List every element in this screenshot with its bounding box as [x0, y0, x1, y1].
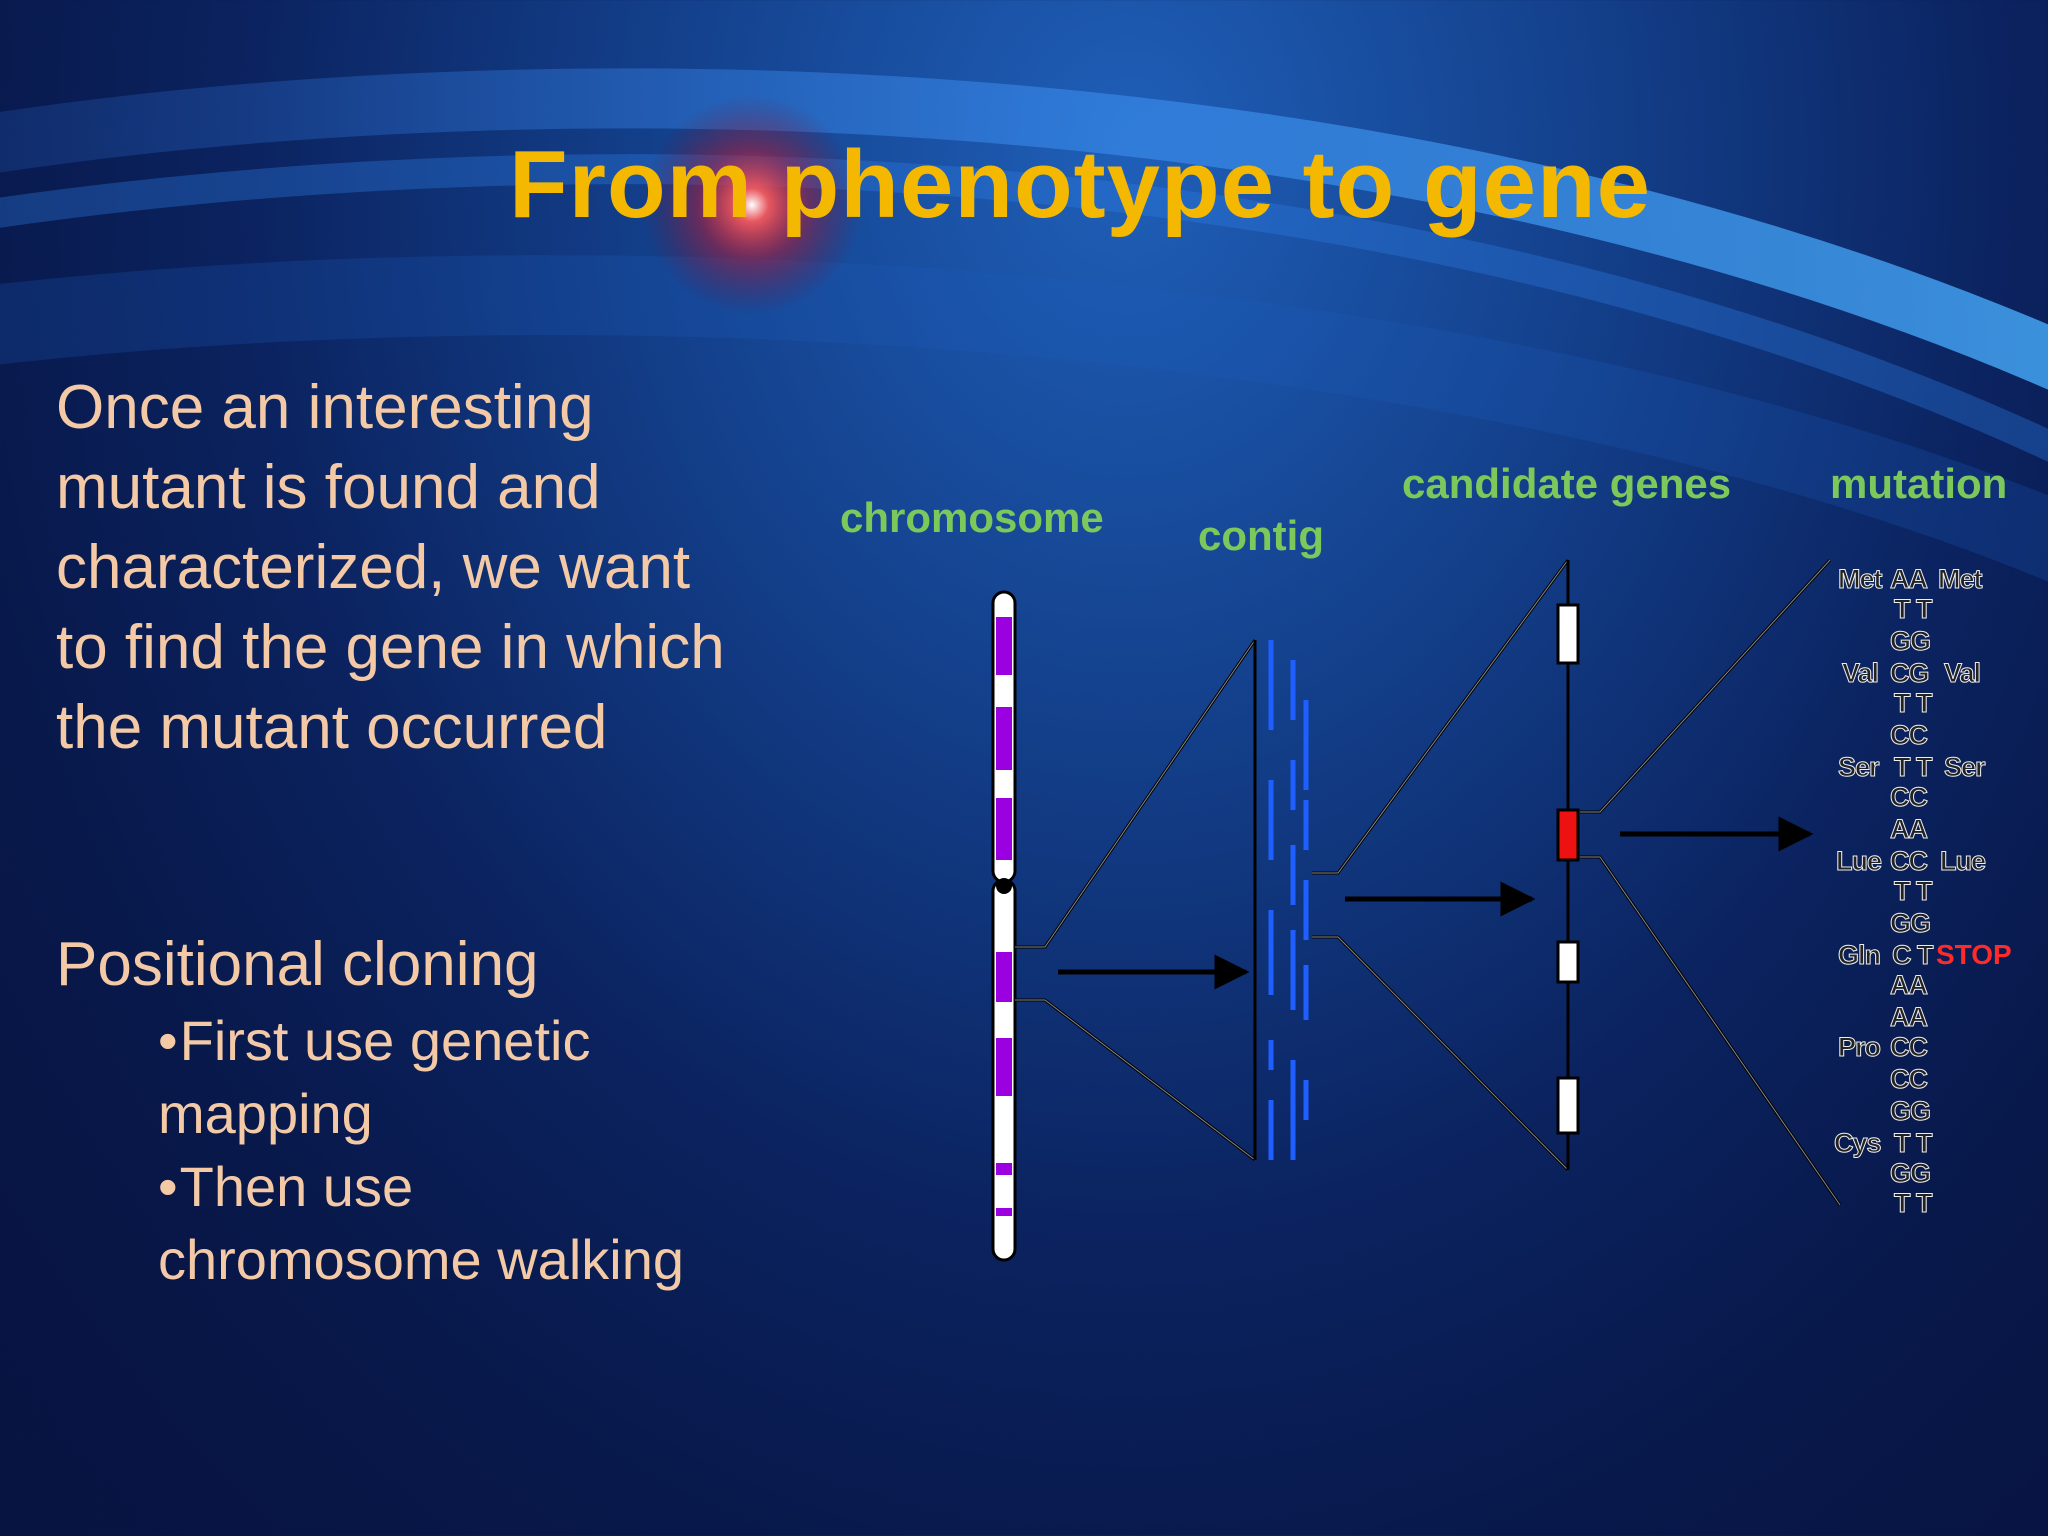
label-chromosome: chromosome	[840, 494, 1104, 541]
base-pair: T T	[1894, 688, 1933, 719]
candidate-gene	[1556, 1076, 1580, 1135]
base-pair: GG	[1889, 1096, 1931, 1127]
base-pair: T T	[1894, 1128, 1933, 1159]
base-pair: CG	[1890, 658, 1930, 689]
bullet-text: First use genetic mapping	[158, 1009, 591, 1145]
codon-left: Met	[1838, 564, 1883, 595]
base-pair: T T	[1894, 594, 1933, 625]
base-pair: AA	[1890, 814, 1929, 845]
codon-left: Gln	[1838, 940, 1882, 971]
stop-codon-label: STOP	[1936, 939, 2012, 970]
chromosome-band	[996, 1208, 1012, 1216]
chromosome-band	[996, 707, 1012, 770]
base-pair: CC	[1890, 782, 1929, 813]
base-pair: C T	[1892, 940, 1934, 971]
label-mutation: mutation	[1830, 460, 2008, 507]
zoom-line	[1312, 935, 1570, 1172]
base-pair: CC	[1890, 1064, 1929, 1095]
zoom-line	[1580, 559, 1831, 813]
red-glow	[642, 95, 862, 315]
centromere	[996, 878, 1012, 894]
zoom-line	[1312, 559, 1570, 875]
base-pair: T T	[1894, 876, 1933, 907]
bullet-item-genetic-mapping: •First use genetic mapping	[158, 1004, 718, 1150]
arc-band-lower	[0, 255, 2048, 582]
codon-right: Lue	[1939, 846, 1986, 877]
codon-left: Lue	[1835, 846, 1882, 877]
base-pair: T T	[1894, 752, 1933, 783]
base-pair: AA	[1890, 970, 1929, 1001]
base-pair: CC	[1890, 1032, 1929, 1063]
chromosome-band	[996, 617, 1012, 675]
chromosome	[991, 590, 1017, 1262]
codon-left: Ser	[1838, 752, 1881, 783]
base-pair: AA	[1890, 1002, 1929, 1033]
zoom-line	[1580, 855, 1842, 1206]
zoom-line	[1580, 558, 1832, 814]
zoom-line	[1015, 639, 1256, 948]
base-pair: CC	[1890, 720, 1929, 751]
candidate-gene	[1556, 940, 1580, 984]
bullet-text: Then use chromosome walking	[158, 1155, 684, 1291]
label-candidate-genes: candidate genes	[1402, 460, 1732, 507]
bullet-dot: •	[158, 1155, 178, 1218]
slide-title: From phenotype to gene	[508, 131, 1652, 238]
codon-left: Pro	[1837, 1032, 1881, 1063]
zoom-line	[1015, 639, 1257, 949]
codon-left: Cys	[1834, 1128, 1883, 1159]
arc-band-upper	[0, 68, 2048, 390]
bullet-list: •First use genetic mapping •Then use chr…	[158, 1004, 718, 1296]
zoom-line	[1015, 999, 1256, 1161]
base-pair: CC	[1890, 846, 1929, 877]
base-pair: GG	[1889, 1158, 1931, 1189]
base-pair: GG	[1889, 908, 1931, 939]
candidate-gene	[1556, 603, 1580, 665]
codon-left: Val	[1841, 658, 1879, 689]
base-pair: GG	[1889, 626, 1931, 657]
zoom-line	[1580, 856, 1841, 1206]
chromosome-band	[996, 798, 1012, 860]
codon-right: Val	[1943, 658, 1981, 689]
positional-cloning-heading: Positional cloning	[56, 930, 539, 999]
bullet-dot: •	[158, 1009, 178, 1072]
chromosome-band	[996, 952, 1012, 1002]
candidate-genes	[1556, 560, 1580, 1170]
zoom-line	[1015, 998, 1256, 1162]
codon-right: Met	[1938, 564, 1983, 595]
zoom-line	[1312, 559, 1569, 874]
label-contig: contig	[1198, 512, 1324, 559]
base-pair: T T	[1894, 1188, 1933, 1219]
chromosome-band	[996, 1038, 1012, 1096]
codon-right: Ser	[1944, 752, 1987, 783]
mutant-gene	[1556, 808, 1580, 862]
bullet-item-chromosome-walking: •Then use chromosome walking	[158, 1150, 718, 1296]
zoom-line	[1312, 936, 1569, 1171]
intro-paragraph: Once an interesting mutant is found and …	[56, 373, 725, 762]
arc-band-mid	[0, 154, 2048, 462]
base-pair: AA	[1890, 564, 1929, 595]
contig	[1253, 640, 1309, 1160]
chromosome-band	[996, 1163, 1012, 1175]
